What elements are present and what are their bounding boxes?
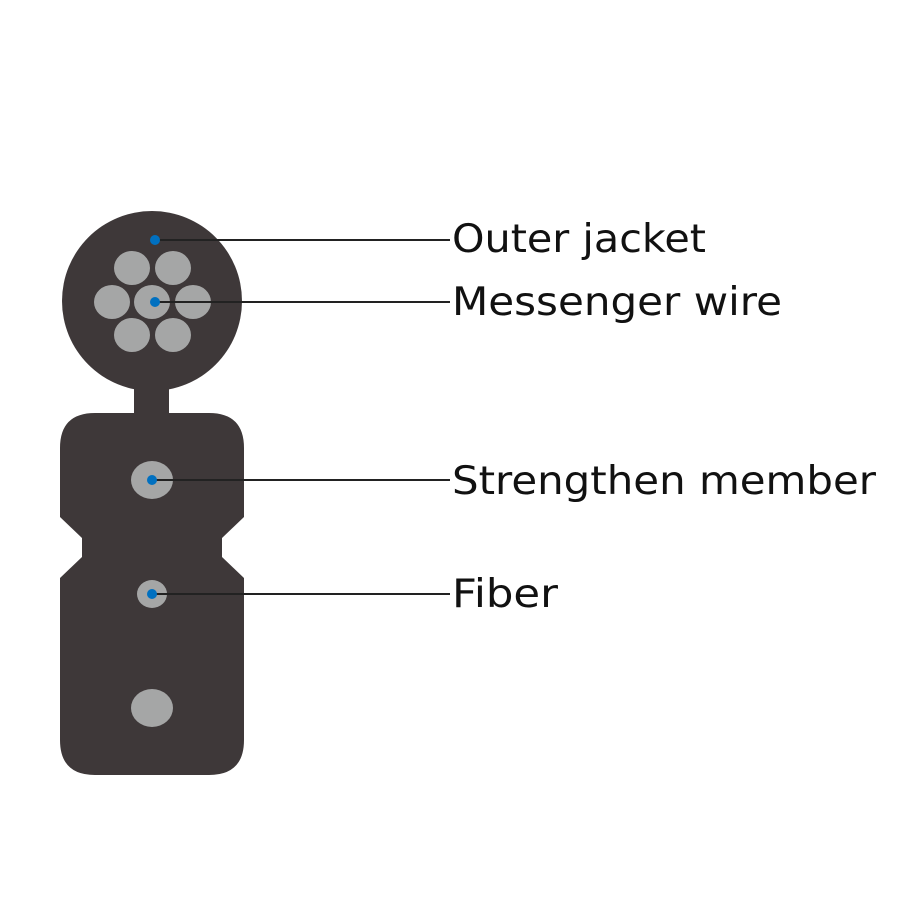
label-outer-jacket: Outer jacket [452,217,706,262]
wire-strand [114,318,150,352]
marker-dot [150,235,160,245]
marker-dot [147,589,157,599]
label-messenger-wire: Messenger wire [452,280,782,325]
wire-strand [114,251,150,285]
label-fiber: Fiber [452,572,559,617]
label-strengthen-member: Strengthen member [452,459,877,504]
messenger-wire-strands [94,251,211,352]
marker-dot [147,475,157,485]
marker-dots [147,235,160,599]
wire-strand [155,251,191,285]
strengthen-member-bottom [131,689,173,727]
wire-strand [155,318,191,352]
wire-strand [94,285,130,319]
marker-dot [150,297,160,307]
leader-lines [152,239,450,595]
